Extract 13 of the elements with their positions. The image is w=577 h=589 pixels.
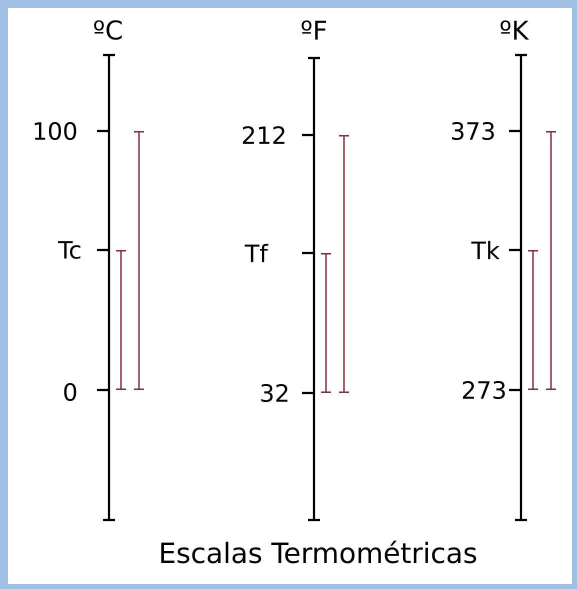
tick-value: 100 [34, 122, 76, 140]
tick-value: 32 [261, 384, 288, 402]
temperature-symbol: Tf [244, 244, 268, 262]
tick-value: 373 [452, 122, 494, 140]
temperature-symbol: Tk [471, 240, 500, 260]
tick-value: 212 [242, 126, 284, 144]
scale-unit: ºC [94, 20, 122, 40]
scale-unit: ºK [500, 20, 530, 40]
tick-value: 0 [64, 382, 76, 402]
tick-value: 273 [462, 380, 505, 400]
caption: Escalas Termométricas [161, 540, 476, 564]
scale-unit: ºF [302, 20, 326, 40]
temperature-symbol: Tc [58, 241, 80, 259]
